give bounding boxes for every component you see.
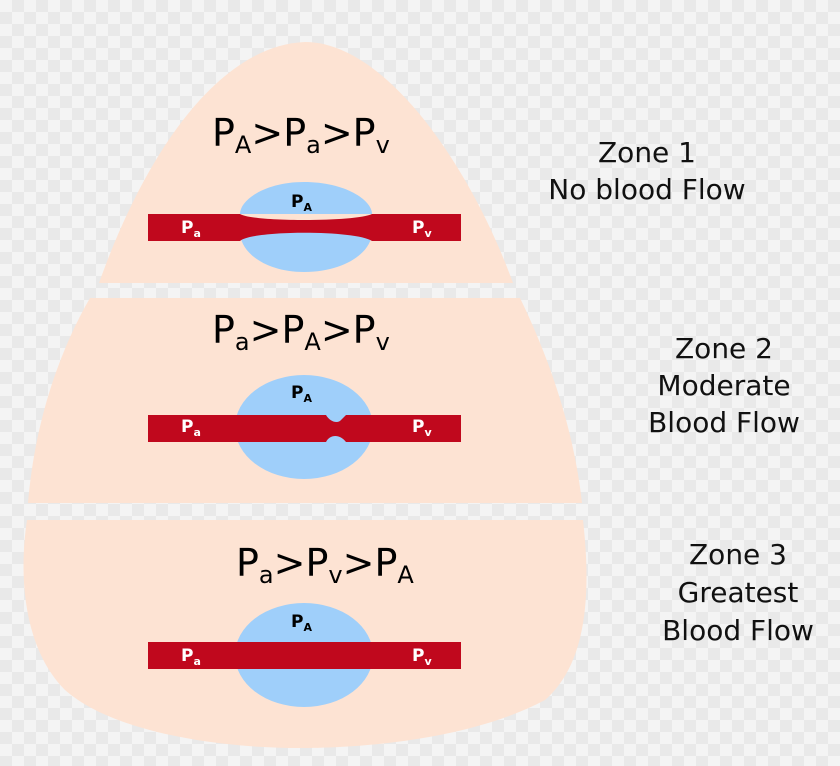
- zone1-alveolus-lower: [240, 232, 372, 272]
- zone1-vessel: [148, 214, 461, 241]
- zone3-description-line2: Blood Flow: [662, 614, 814, 647]
- zone2-alveolus-label: PA: [291, 383, 312, 405]
- zone1-description: No blood Flow: [548, 173, 745, 206]
- zone1-title: Zone 1: [598, 136, 696, 169]
- zone3-pressure-equation: Pa>Pv>PA: [236, 541, 414, 589]
- zone3-vessel: [148, 642, 461, 669]
- zone3-alveolus-label: PA: [291, 612, 312, 634]
- zone1-alveolus: [240, 182, 372, 214]
- zone2-description-line1: Moderate: [657, 369, 790, 402]
- zone2-venous-label: Pv: [412, 417, 432, 439]
- zone3-title: Zone 3: [689, 538, 787, 571]
- zone1-venous-label: Pv: [412, 218, 432, 240]
- zone3-venous-label: Pv: [412, 646, 432, 668]
- zone1-pressure-equation: PA>Pa>Pv: [212, 111, 390, 159]
- zone2-arterial-label: Pa: [181, 417, 201, 439]
- zone2-title: Zone 2: [675, 332, 773, 365]
- zone3-description-line1: Greatest: [678, 576, 799, 609]
- zone3-arterial-label: Pa: [181, 646, 201, 668]
- zone2-vessel: [148, 415, 461, 442]
- zone1-arterial-label: Pa: [181, 218, 201, 240]
- zone1-alveolus-label: PA: [291, 192, 312, 214]
- zone2-pressure-equation: Pa>PA>Pv: [212, 308, 390, 356]
- zone2-description-line2: Blood Flow: [648, 406, 800, 439]
